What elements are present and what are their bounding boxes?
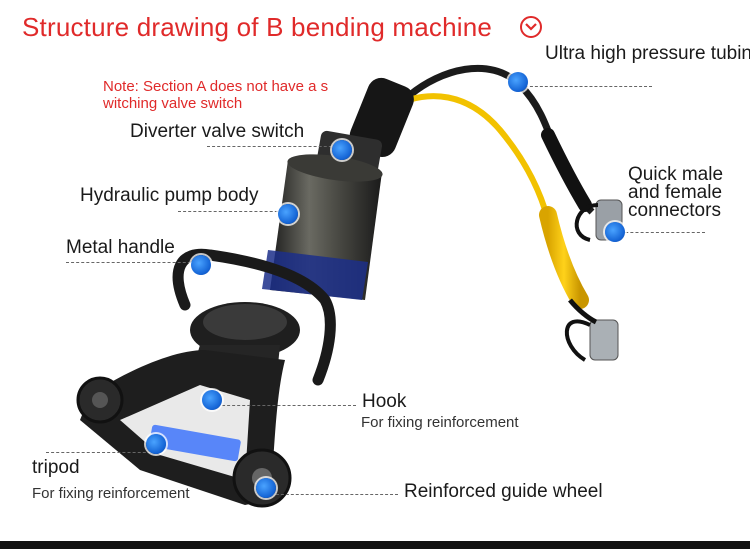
leader-pump xyxy=(178,211,288,212)
marker-handle xyxy=(191,255,211,275)
label-ultra-high-pressure-tubing: Ultra high pressure tubing xyxy=(545,43,750,64)
leader-tubing xyxy=(520,86,652,87)
marker-guide-wheel xyxy=(256,478,276,498)
marker-hook xyxy=(202,390,222,410)
label-tripod: tripod xyxy=(32,457,80,478)
leader-diverter xyxy=(207,146,342,147)
label-reinforced-guide-wheel: Reinforced guide wheel xyxy=(404,481,603,502)
marker-connectors xyxy=(605,222,625,242)
quick-connector-lower xyxy=(589,319,619,361)
label-hook: Hook xyxy=(362,391,407,412)
black-hose-sleeve xyxy=(541,128,592,212)
bottom-bar xyxy=(0,541,750,549)
black-hose xyxy=(407,64,595,215)
leader-hook xyxy=(212,405,356,406)
marker-tripod xyxy=(146,434,166,454)
marker-diverter xyxy=(332,140,352,160)
yellow-hose xyxy=(383,93,551,221)
yellow-hose-sleeve xyxy=(539,206,589,309)
label-diverter-valve-switch: Diverter valve switch xyxy=(130,121,305,142)
pump-label-band xyxy=(262,250,368,300)
leader-tripod xyxy=(46,452,156,453)
leader-connectors xyxy=(615,232,705,233)
marker-pump xyxy=(278,204,298,224)
note-text: Note: Section A does not have a s witchi… xyxy=(103,78,329,112)
metal-handle-loop xyxy=(172,248,336,386)
led-strip xyxy=(149,424,241,462)
leader-handle xyxy=(66,262,201,263)
marker-tubing xyxy=(508,72,528,92)
label-metal-handle: Metal handle xyxy=(66,237,175,258)
label-tripod-sub: For fixing reinforcement xyxy=(32,485,190,502)
label-quick-connectors: Quick male and female connectors xyxy=(628,164,724,221)
leader-guide-wheel xyxy=(266,494,398,495)
label-hook-sub: For fixing reinforcement xyxy=(361,414,519,431)
label-hydraulic-pump-body: Hydraulic pump body xyxy=(80,185,259,206)
page-title: Structure drawing of B bending machine xyxy=(22,12,493,42)
diverter-handle xyxy=(349,77,414,157)
chevron-down-circle-icon xyxy=(520,16,542,38)
